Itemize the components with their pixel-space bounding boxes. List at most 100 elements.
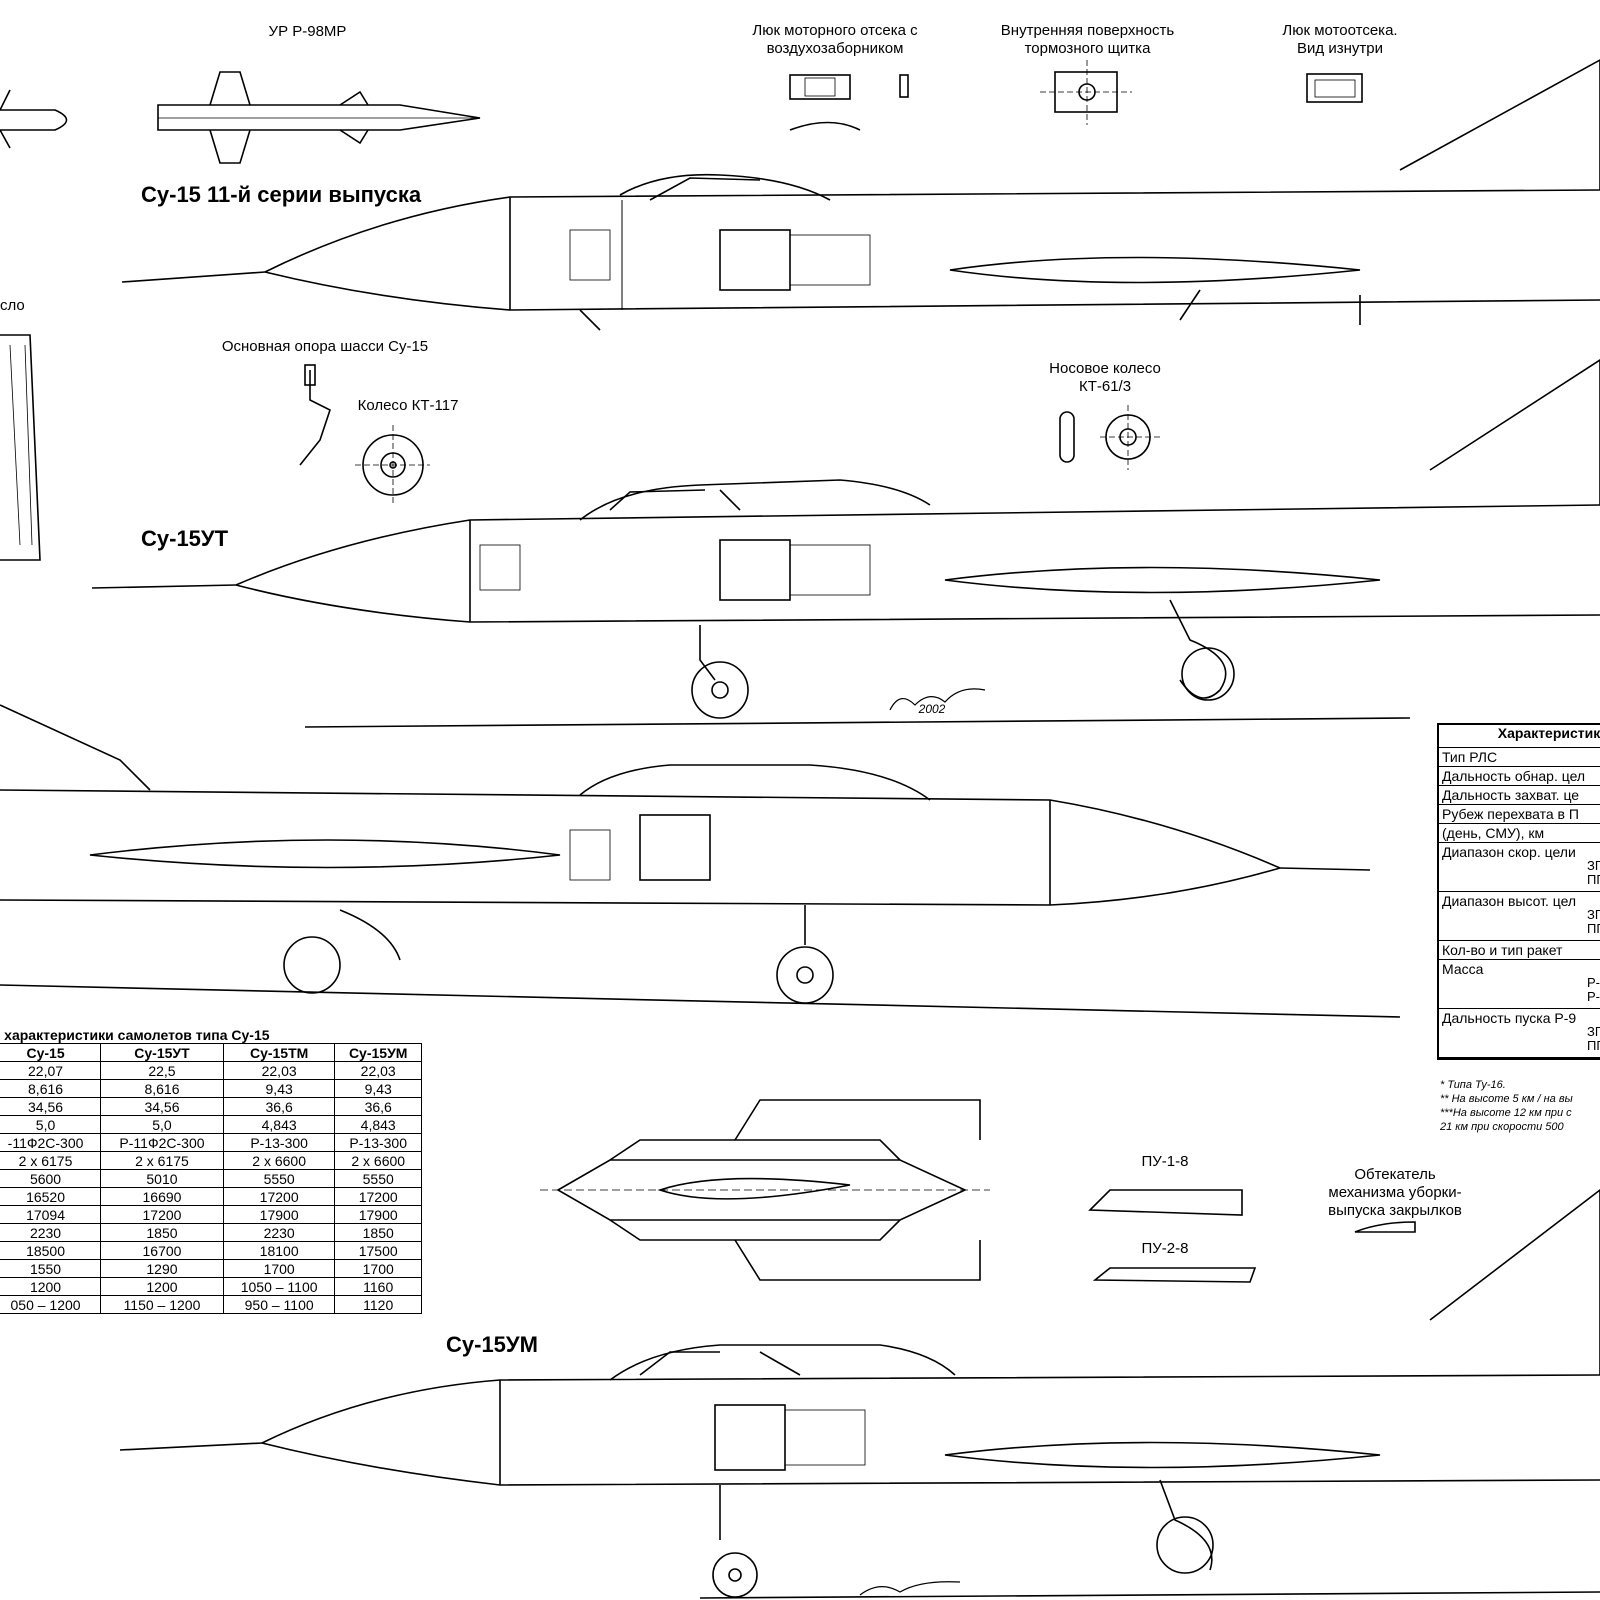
flap-fairing-label: Обтекатель механизма уборки- выпуска зак… [1328, 1166, 1462, 1219]
table-cell: 1290 [100, 1259, 224, 1278]
table-cell: 9,43 [222, 1079, 336, 1098]
radar-row-label: (день, СМУ), км [1442, 825, 1545, 841]
table-cell: 5550 [222, 1169, 336, 1188]
table-cell: 1160 [334, 1277, 422, 1296]
signature-bottom-drawing [859, 1581, 961, 1596]
radar-row-label: Диапазон высот. цел [1442, 893, 1577, 909]
table-cell: Р-11Ф2С-300 [100, 1133, 224, 1152]
table-cell: 8,616 [0, 1079, 102, 1098]
table-cell: 1700 [334, 1259, 422, 1278]
table-cell: 17200 [334, 1187, 422, 1206]
missile-partial-drawing [0, 89, 68, 149]
table-cell: 5010 [100, 1169, 224, 1188]
table-cell: 2 x 6175 [0, 1151, 102, 1170]
radar-row: Дальность пуска Р-9ЗП ПП [1439, 1009, 1600, 1058]
missile-r98mr-drawing [157, 71, 481, 164]
su15ut-right-aircraft-drawing [0, 704, 1371, 1004]
radar-note: * Типа Ту-16. [1440, 1079, 1506, 1091]
wheel-kt117-drawing [355, 425, 430, 505]
table-cell: 1550 [0, 1259, 102, 1278]
table-cell: 1150 – 1200 [100, 1295, 224, 1314]
radar-row-sub: ЗП ПП [1587, 1024, 1600, 1053]
radar-row-label: Масса [1442, 961, 1484, 977]
missile-label: УР Р-98МР [268, 23, 347, 40]
table-cell: 1200 [100, 1277, 224, 1296]
table-cell: 22,5 [100, 1061, 224, 1080]
planform-drawing [540, 1099, 990, 1281]
table-cell: 17094 [0, 1205, 102, 1224]
table-cell: 22,03 [222, 1061, 336, 1080]
table-cell: 36,6 [222, 1097, 336, 1116]
radar-row: Тип РЛС [1439, 748, 1600, 767]
pu18-label: ПУ-1-8 [1141, 1153, 1189, 1170]
ground-line-um [699, 1591, 1600, 1599]
radar-row-label: Дальность обнар. цел [1442, 768, 1586, 784]
brake-flap-drawing [1040, 60, 1132, 125]
radar-row-label: Диапазон скор. цели [1442, 844, 1576, 860]
signature-year: 2002 [918, 702, 946, 716]
table-cell: 1120 [334, 1295, 422, 1314]
table-cell: 17900 [222, 1205, 336, 1224]
radar-row: Дальность захват. це [1439, 786, 1600, 805]
col-header: Су-15 [0, 1043, 102, 1062]
table-cell: 16700 [100, 1241, 224, 1260]
col-header: Су-15УМ [334, 1043, 422, 1062]
table-cell: 1700 [222, 1259, 336, 1278]
table-cell: 22,03 [334, 1061, 422, 1080]
main-gear-drawing [299, 364, 331, 466]
wheel-kt117-label: Колесо КТ-117 [357, 397, 459, 414]
radar-row-label: Дальность захват. це [1442, 787, 1580, 803]
radar-note: 21 км при скорости 500 [1440, 1121, 1564, 1133]
table-cell: 1050 – 1100 [222, 1277, 336, 1296]
engine-hatch-label: Люк моторного отсека с воздухозаборником [752, 22, 918, 57]
performance-table: е характеристики самолетов типа Су-15 Су… [0, 1026, 422, 1314]
table-cell: -11Ф2С-300 [0, 1133, 102, 1152]
brake-flap-label: Внутренняя поверхность тормозного щитка [1000, 22, 1175, 57]
radar-notes: * Типа Ту-16.** На высоте 5 км / на вы**… [1440, 1078, 1573, 1134]
radar-row-label: Тип РЛС [1442, 749, 1498, 765]
table-cell: 17500 [334, 1241, 422, 1260]
motor-hatch-label: Люк мотоотсека. Вид изнутри [1282, 22, 1398, 57]
title-su15um: Су-15УМ [446, 1332, 538, 1357]
engine-hatch-drawing [789, 74, 909, 131]
flap-fairing-drawing [1354, 1221, 1416, 1233]
ground-line-right [0, 984, 1401, 1018]
table-cell: 18100 [222, 1241, 336, 1260]
table-cell: 2 x 6600 [222, 1151, 336, 1170]
table-cell: 16690 [100, 1187, 224, 1206]
su15ut-aircraft-drawing [91, 359, 1600, 719]
signature-drawing [889, 688, 986, 711]
table-cell: 5550 [334, 1169, 422, 1188]
table-caption: е характеристики самолетов типа Су-15 [0, 1026, 270, 1043]
su15um-aircraft-drawing [119, 1188, 1600, 1598]
table-cell: 1850 [334, 1223, 422, 1242]
col-header: Су-15УТ [100, 1043, 224, 1062]
nose-wheel-drawing [1059, 405, 1160, 470]
table-cell: 34,56 [100, 1097, 224, 1116]
ground-line-ut [304, 717, 1411, 728]
col-header: Су-15ТМ [222, 1043, 336, 1062]
table-cell: 5,0 [0, 1115, 102, 1134]
launcher-pu28-drawing [1092, 1267, 1257, 1283]
table-cell: Р-13-300 [222, 1133, 336, 1152]
radar-note: ***На высоте 12 км при с [1440, 1107, 1572, 1119]
table-cell: 9,43 [334, 1079, 422, 1098]
table-cell: 2 x 6175 [100, 1151, 224, 1170]
table-cell: 36,6 [334, 1097, 422, 1116]
